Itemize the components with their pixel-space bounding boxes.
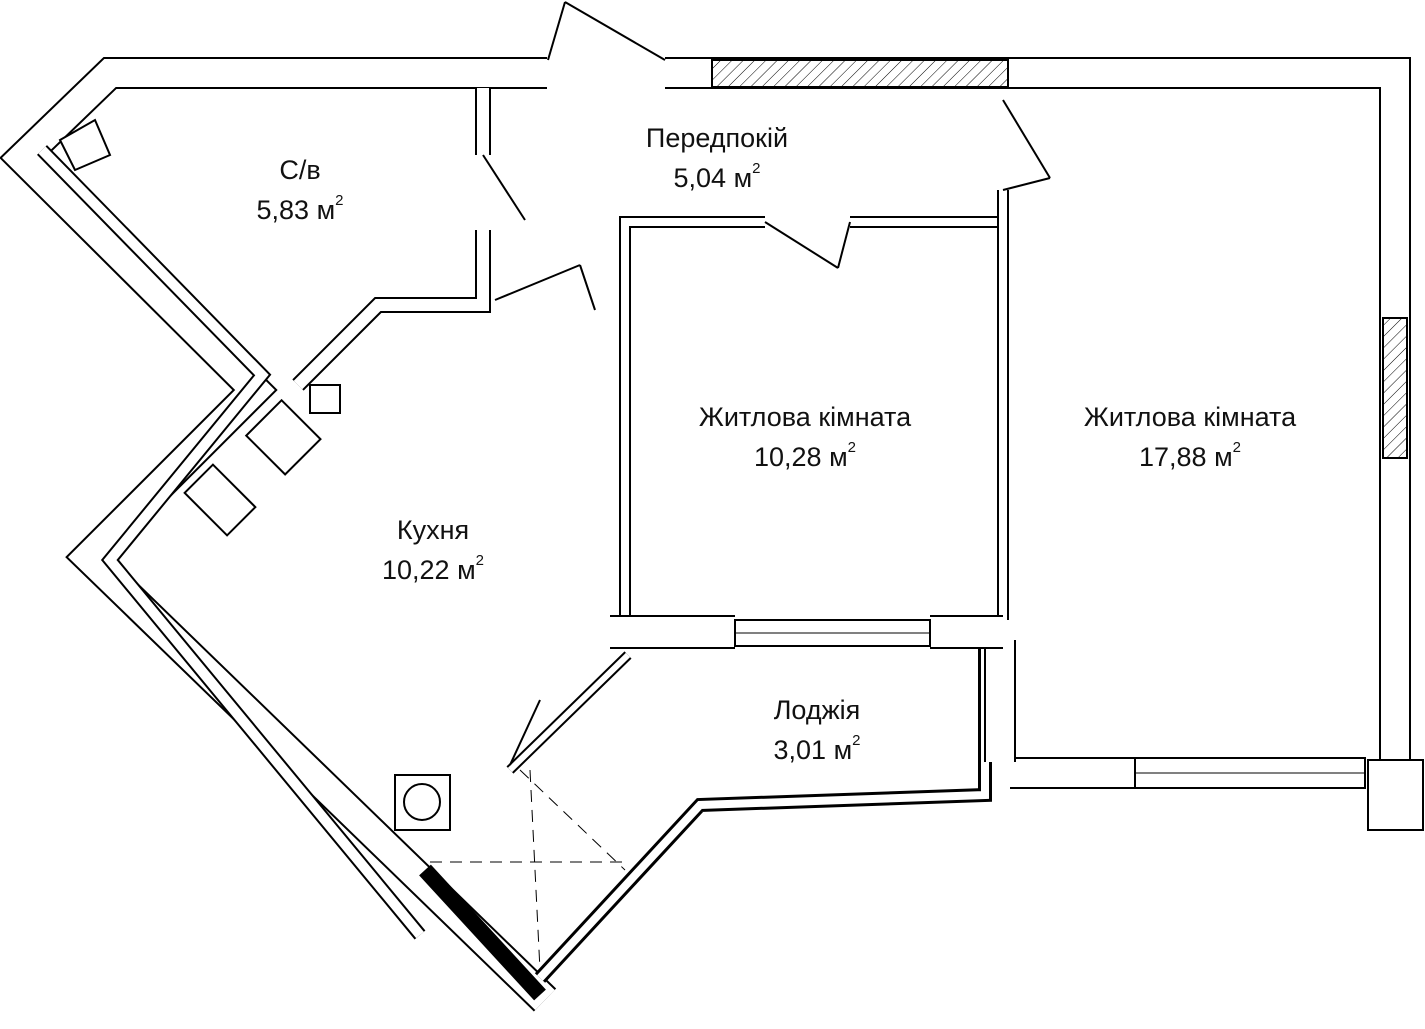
room-name: Житлова кімната: [1083, 402, 1297, 432]
room-name: Лоджія: [773, 695, 861, 725]
room-area: 5,83 м2: [256, 192, 344, 225]
room-label-bathroom: С/в 5,83 м2: [257, 150, 344, 230]
room-name: Передпокій: [645, 123, 789, 153]
room-name: Кухня: [396, 515, 470, 545]
room-label-hallway: Передпокій 5,04 м2: [646, 118, 788, 198]
room-area: 5,04 м2: [673, 160, 761, 193]
room-area: 10,28 м2: [753, 439, 856, 472]
hatched-wall-right: [1382, 317, 1408, 459]
room-label-living-room-2: Житлова кімната 17,88 м2: [1084, 397, 1296, 477]
interior-walls: [292, 88, 1009, 774]
loggia-dashed-lines: [430, 769, 626, 971]
hatched-wall: [711, 59, 1009, 88]
room-name: Житлова кімната: [698, 402, 912, 432]
room-area: 3,01 м2: [773, 732, 861, 765]
room-label-loggia: Лоджія 3,01 м2: [774, 690, 861, 770]
exterior-walls: [0, 57, 1424, 1012]
loggia-walls: [419, 640, 1016, 1001]
room-name: С/в: [279, 155, 321, 185]
room-area: 10,22 м2: [382, 552, 484, 585]
doors: [482, 1, 1051, 766]
ventilation-shafts: [58, 118, 451, 831]
room-area: 17,88 м2: [1138, 439, 1241, 472]
room-label-kitchen: Кухня 10,22 м2: [382, 510, 484, 590]
room-label-living-room-1: Житлова кімната 10,28 м2: [699, 397, 911, 477]
